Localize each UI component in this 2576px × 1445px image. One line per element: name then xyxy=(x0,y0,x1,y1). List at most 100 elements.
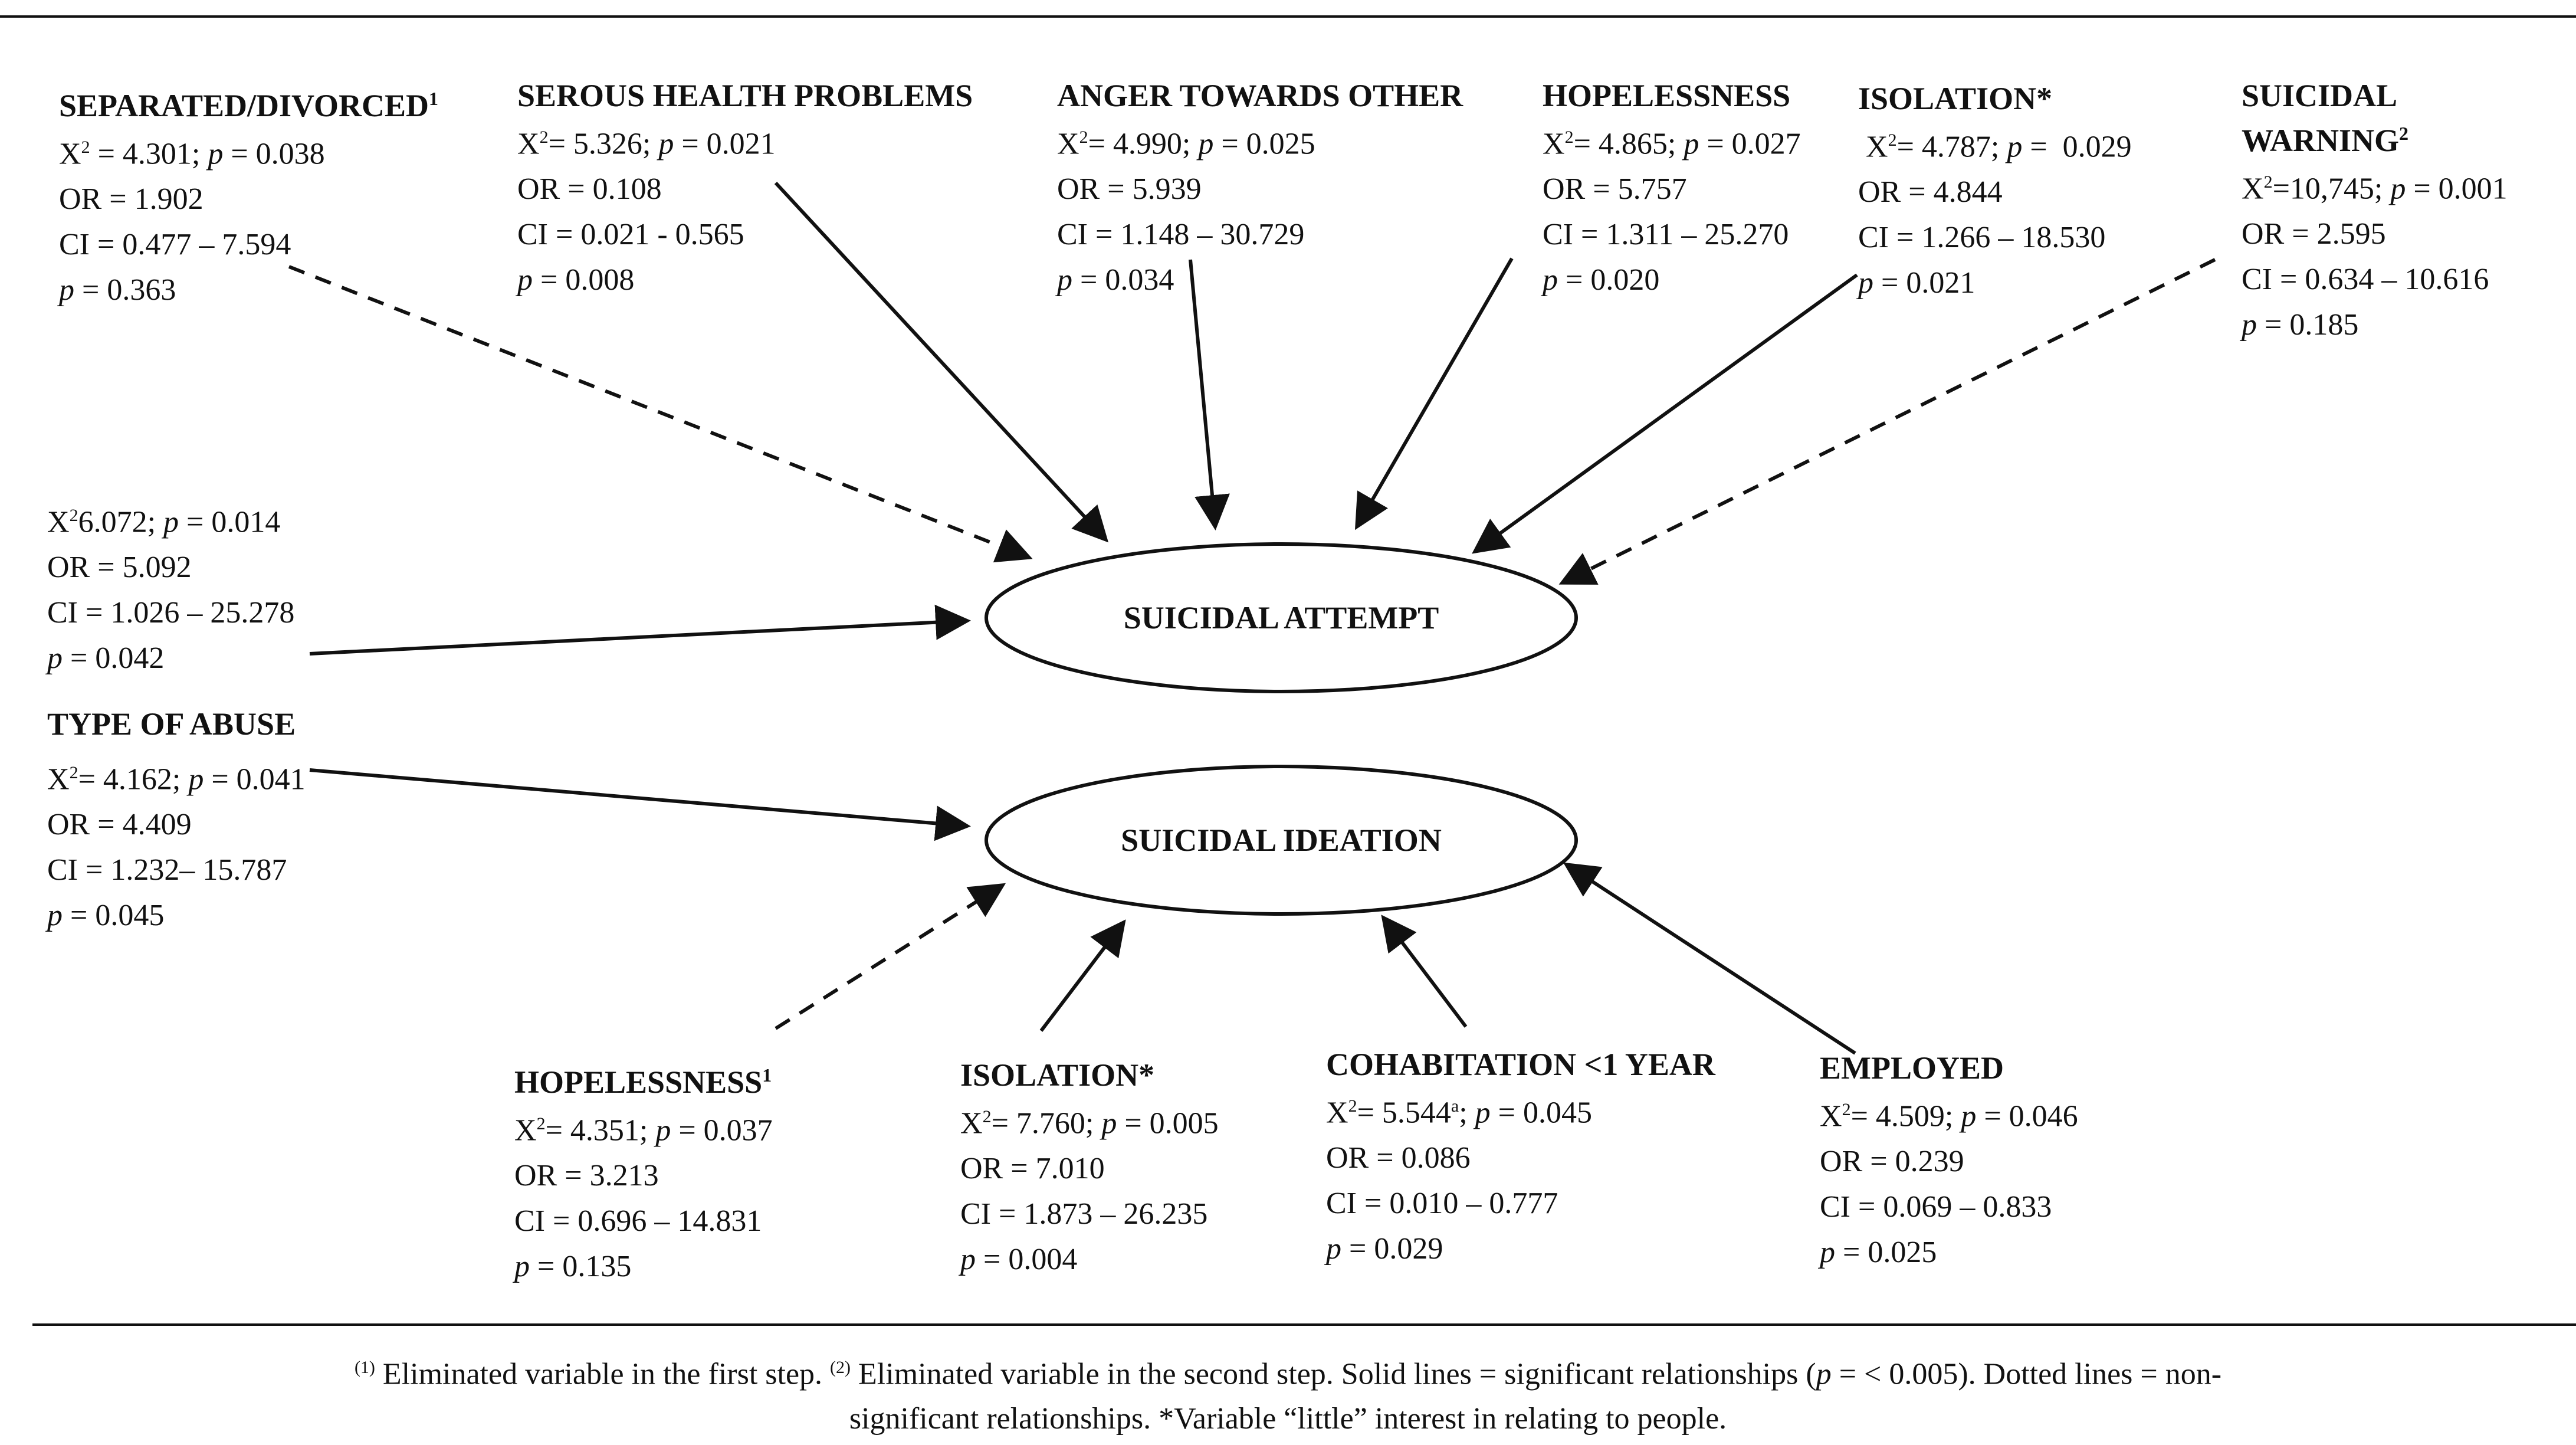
p-label: p xyxy=(1684,127,1699,161)
p-value: 0.135 xyxy=(562,1250,632,1284)
ci-label: CI xyxy=(960,1197,991,1231)
x2-value: 4.787 xyxy=(1921,130,1991,164)
suicidal-attempt-ellipse xyxy=(985,542,1578,693)
x2-label: X xyxy=(1543,127,1565,161)
or-value: 7.010 xyxy=(1035,1152,1105,1186)
x2-sup: 2 xyxy=(536,1114,546,1133)
footnote-line-1: (1) Eliminated variable in the first ste… xyxy=(0,1345,2576,1397)
or-label: OR xyxy=(1543,172,1586,207)
x2-p-value: 0.021 xyxy=(706,127,776,161)
node-isolation-top: ISOLATION* X2= 4.787; p = 0.029 OR = 4.8… xyxy=(1858,81,2132,300)
or-label: OR xyxy=(1820,1145,1863,1179)
x2-sup: 2 xyxy=(69,763,78,782)
ci-value: 1.026 – 25.278 xyxy=(110,596,295,630)
x2-sup: 2 xyxy=(1348,1096,1357,1116)
ci-value: 1.311 – 25.270 xyxy=(1606,218,1789,252)
p-value: 0.004 xyxy=(1008,1243,1078,1277)
or-label: OR xyxy=(59,182,102,217)
x2-value: 7.760 xyxy=(1016,1106,1085,1141)
arrow-separated xyxy=(288,265,1033,563)
footnote-text-2: Eliminated variable in the second step. … xyxy=(851,1357,1816,1391)
ci-label: CI xyxy=(59,228,90,262)
x2-value: 4.301 xyxy=(122,137,192,171)
x2-p-value: 0.005 xyxy=(1149,1106,1219,1141)
ci-label: CI xyxy=(1858,221,1889,255)
node-employed: EMPLOYED X2= 4.509; p = 0.046 OR = 0.239… xyxy=(1820,1050,2078,1270)
p-label: p xyxy=(1475,1096,1491,1130)
p-label: p xyxy=(658,127,674,161)
or-label: OR xyxy=(1326,1141,1369,1175)
x2-value: 6.072 xyxy=(78,505,147,539)
p-label: p xyxy=(517,263,533,297)
x2-label: X xyxy=(1866,130,1888,164)
or-value: 5.757 xyxy=(1617,172,1687,207)
ci-value: 0.069 – 0.833 xyxy=(1883,1190,2052,1224)
p-value: 0.042 xyxy=(95,641,165,676)
ci-value: 1.873 – 26.235 xyxy=(1023,1197,1208,1231)
suicidal-attempt-label: SUICIDAL ATTEMPT xyxy=(1123,600,1439,635)
ci-label: CI xyxy=(2242,263,2272,297)
arrow-hopelessness-bottom xyxy=(775,883,1006,1030)
x2-label: X xyxy=(960,1106,983,1141)
ci-value: 0.021 - 0.565 xyxy=(580,218,744,252)
ci-value: 0.477 – 7.594 xyxy=(122,228,291,262)
x2-p-value: 0.027 xyxy=(1731,127,1801,161)
ci-value: 0.634 – 10.616 xyxy=(2305,263,2489,297)
p-label: p xyxy=(2007,130,2023,164)
node-title-sup: 2 xyxy=(2399,123,2409,144)
or-value: 0.108 xyxy=(592,172,662,207)
x2-value: 5.544 xyxy=(1381,1096,1451,1130)
x2-p-value: 0.046 xyxy=(2009,1099,2078,1133)
or-label: OR xyxy=(47,551,90,585)
arrow-suicidal-warning xyxy=(1558,258,2216,585)
or-value: 0.086 xyxy=(1401,1141,1471,1175)
p-label: p xyxy=(1198,127,1214,161)
p-label: p xyxy=(208,137,224,171)
or-label: OR xyxy=(1858,175,1901,209)
arrow-employed xyxy=(1563,862,1856,1055)
arrow-isolation-bottom xyxy=(1039,919,1126,1032)
suicidal-ideation-ellipse xyxy=(985,765,1578,916)
footnote-sup-1: (1) xyxy=(354,1358,375,1377)
x2-value: 4.865 xyxy=(1598,127,1668,161)
or-value: 4.409 xyxy=(122,808,192,842)
p-value: 0.034 xyxy=(1105,263,1174,297)
p-value: 0.029 xyxy=(1374,1232,1443,1266)
x2-label: X xyxy=(1057,127,1079,161)
x2-value: 5.326 xyxy=(573,127,642,161)
p-value: 0.185 xyxy=(2289,308,2359,342)
x2-sup: 2 xyxy=(81,137,90,157)
p-label: p xyxy=(514,1250,530,1284)
or-value: 5.939 xyxy=(1132,172,1202,207)
or-value: 5.092 xyxy=(122,551,192,585)
x2-p-value: 0.038 xyxy=(255,137,325,171)
x2-p-value: 0.041 xyxy=(236,762,306,797)
node-type-abuse-attempt-stats: X26.072; p = 0.014 OR = 5.092 CI = 1.026… xyxy=(47,505,295,676)
or-value: 2.595 xyxy=(2316,217,2386,251)
p-label: p xyxy=(188,762,204,797)
or-label: OR xyxy=(2242,217,2285,251)
x2-label: X xyxy=(514,1113,537,1148)
or-value: 3.213 xyxy=(589,1159,659,1193)
arrow-type-abuse-ideation xyxy=(309,768,971,841)
x2-label: X xyxy=(2242,172,2264,206)
ci-label: CI xyxy=(517,218,548,252)
node-title: ANGER TOWARDS OTHER xyxy=(1057,78,1463,113)
x2-value: 4.351 xyxy=(570,1113,639,1148)
p-label: p xyxy=(1326,1232,1341,1266)
or-value: 0.239 xyxy=(1895,1145,1964,1179)
node-hopelessness-bottom: HOPELESSNESS1 X2= 4.351; p = 0.037 OR = … xyxy=(514,1064,773,1284)
or-label: OR xyxy=(1057,172,1100,207)
x2-label: X xyxy=(517,127,540,161)
x2-sup: 2 xyxy=(539,127,549,147)
p-value: 0.021 xyxy=(1906,266,1976,300)
p-label: p xyxy=(1858,266,1873,300)
p-value: 0.025 xyxy=(1868,1236,1937,1270)
x2-sup: 2 xyxy=(1888,130,1897,150)
node-type-of-abuse: TYPE OF ABUSE X2= 4.162; p = 0.041 OR = … xyxy=(47,706,306,933)
x2-label: X xyxy=(59,137,81,171)
p-label: p xyxy=(960,1243,976,1277)
p-value: 0.008 xyxy=(565,263,635,297)
ci-label: CI xyxy=(47,596,78,630)
